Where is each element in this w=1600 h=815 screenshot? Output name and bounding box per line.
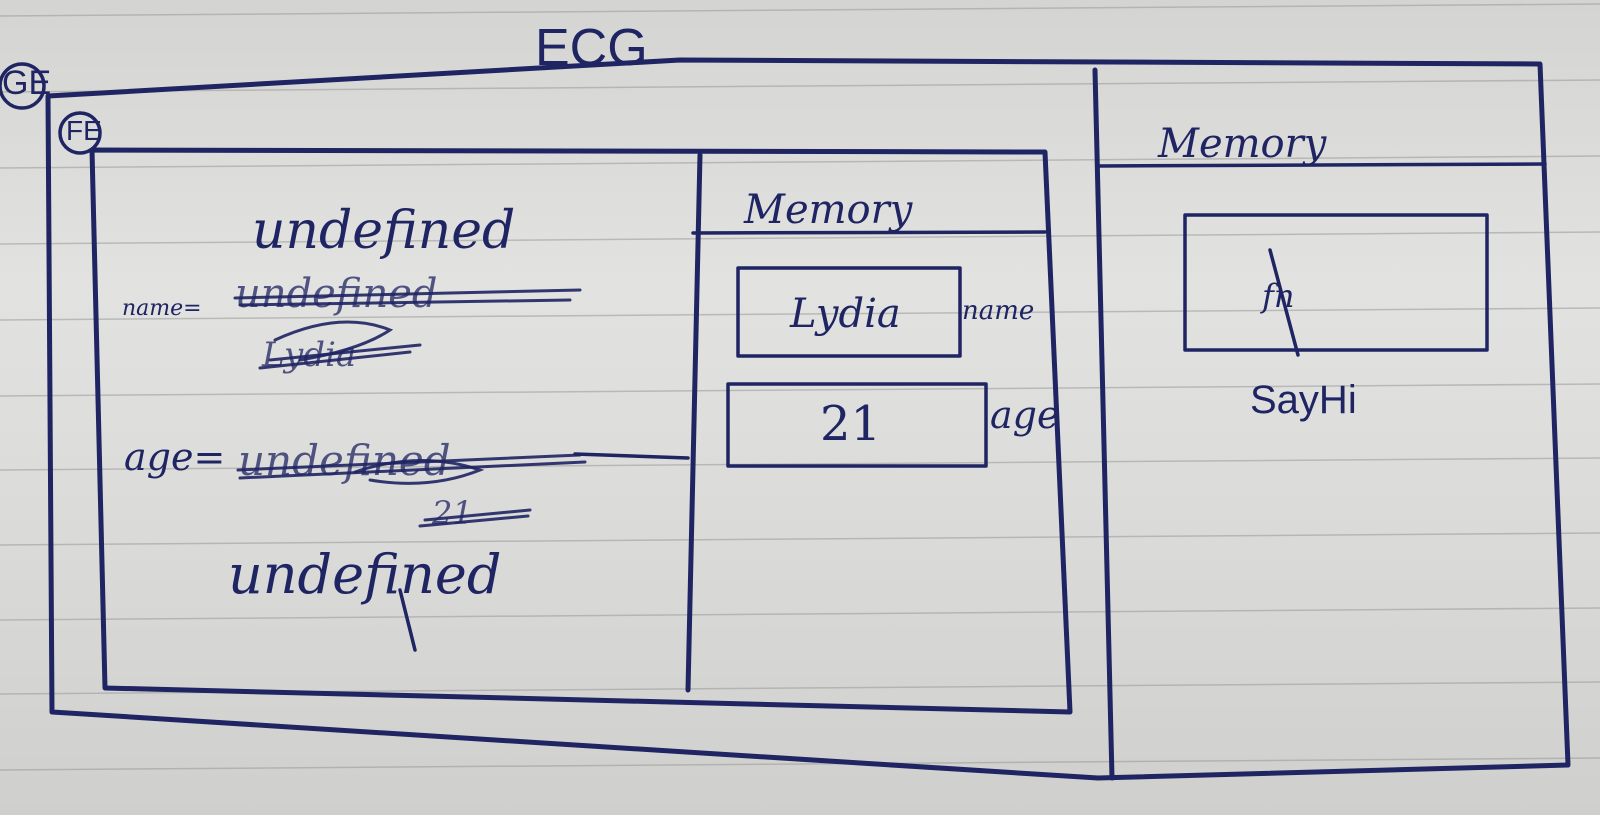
ge-memory-fn-label: SayHi [1250, 378, 1357, 422]
ge-label: GE [2, 64, 52, 102]
age-equals: = [193, 435, 226, 479]
ecg-outer-box [45, 57, 1571, 781]
name-variable-label: name [122, 296, 184, 321]
fe-memory-header: Memory [744, 187, 913, 233]
name-variable: name= [122, 298, 202, 320]
ge-memory-header: Memory [1158, 121, 1327, 167]
age-variable-label: age [124, 435, 194, 479]
ge-circle [0, 62, 46, 110]
name-current-value: undefined [252, 201, 516, 261]
fe-memory-age-label: age [990, 393, 1060, 437]
fe-box [89, 147, 1073, 715]
name-cell-box [736, 266, 962, 358]
age-pointer-line [573, 452, 690, 460]
undefined-tail-stroke [398, 588, 417, 652]
fe-memory-name-label: name [962, 296, 1035, 326]
age-struck-value-2: 21 [432, 494, 473, 532]
fe-divider [685, 152, 703, 693]
name-struck-value-1: undefined [235, 271, 438, 317]
age-current-value: undefined [228, 543, 502, 606]
fe-memory-name-value: Lydia [790, 291, 901, 337]
fn-cell-box [1183, 213, 1489, 352]
name-equals: = [183, 296, 202, 321]
age-struck-value-1: undefined [238, 436, 451, 485]
fn-stroke [1268, 248, 1300, 357]
ge-divider [1092, 67, 1115, 781]
ge-memory-header-line [1096, 162, 1547, 168]
diagram-title: ECG [535, 19, 648, 77]
fe-circle [58, 111, 102, 155]
name-strike-marks [233, 288, 582, 370]
ge-memory-fn-value: fn [1262, 277, 1295, 315]
fe-memory-header-line [691, 230, 1047, 235]
age-strike-marks [236, 453, 587, 528]
age-variable: age= [124, 438, 225, 476]
age-cell-box [726, 382, 988, 468]
name-struck-value-2: Lydia [262, 335, 357, 375]
ruled-lines [0, 3, 1600, 771]
fe-memory-age-value: 21 [820, 396, 882, 452]
fe-label: FE [66, 115, 102, 146]
